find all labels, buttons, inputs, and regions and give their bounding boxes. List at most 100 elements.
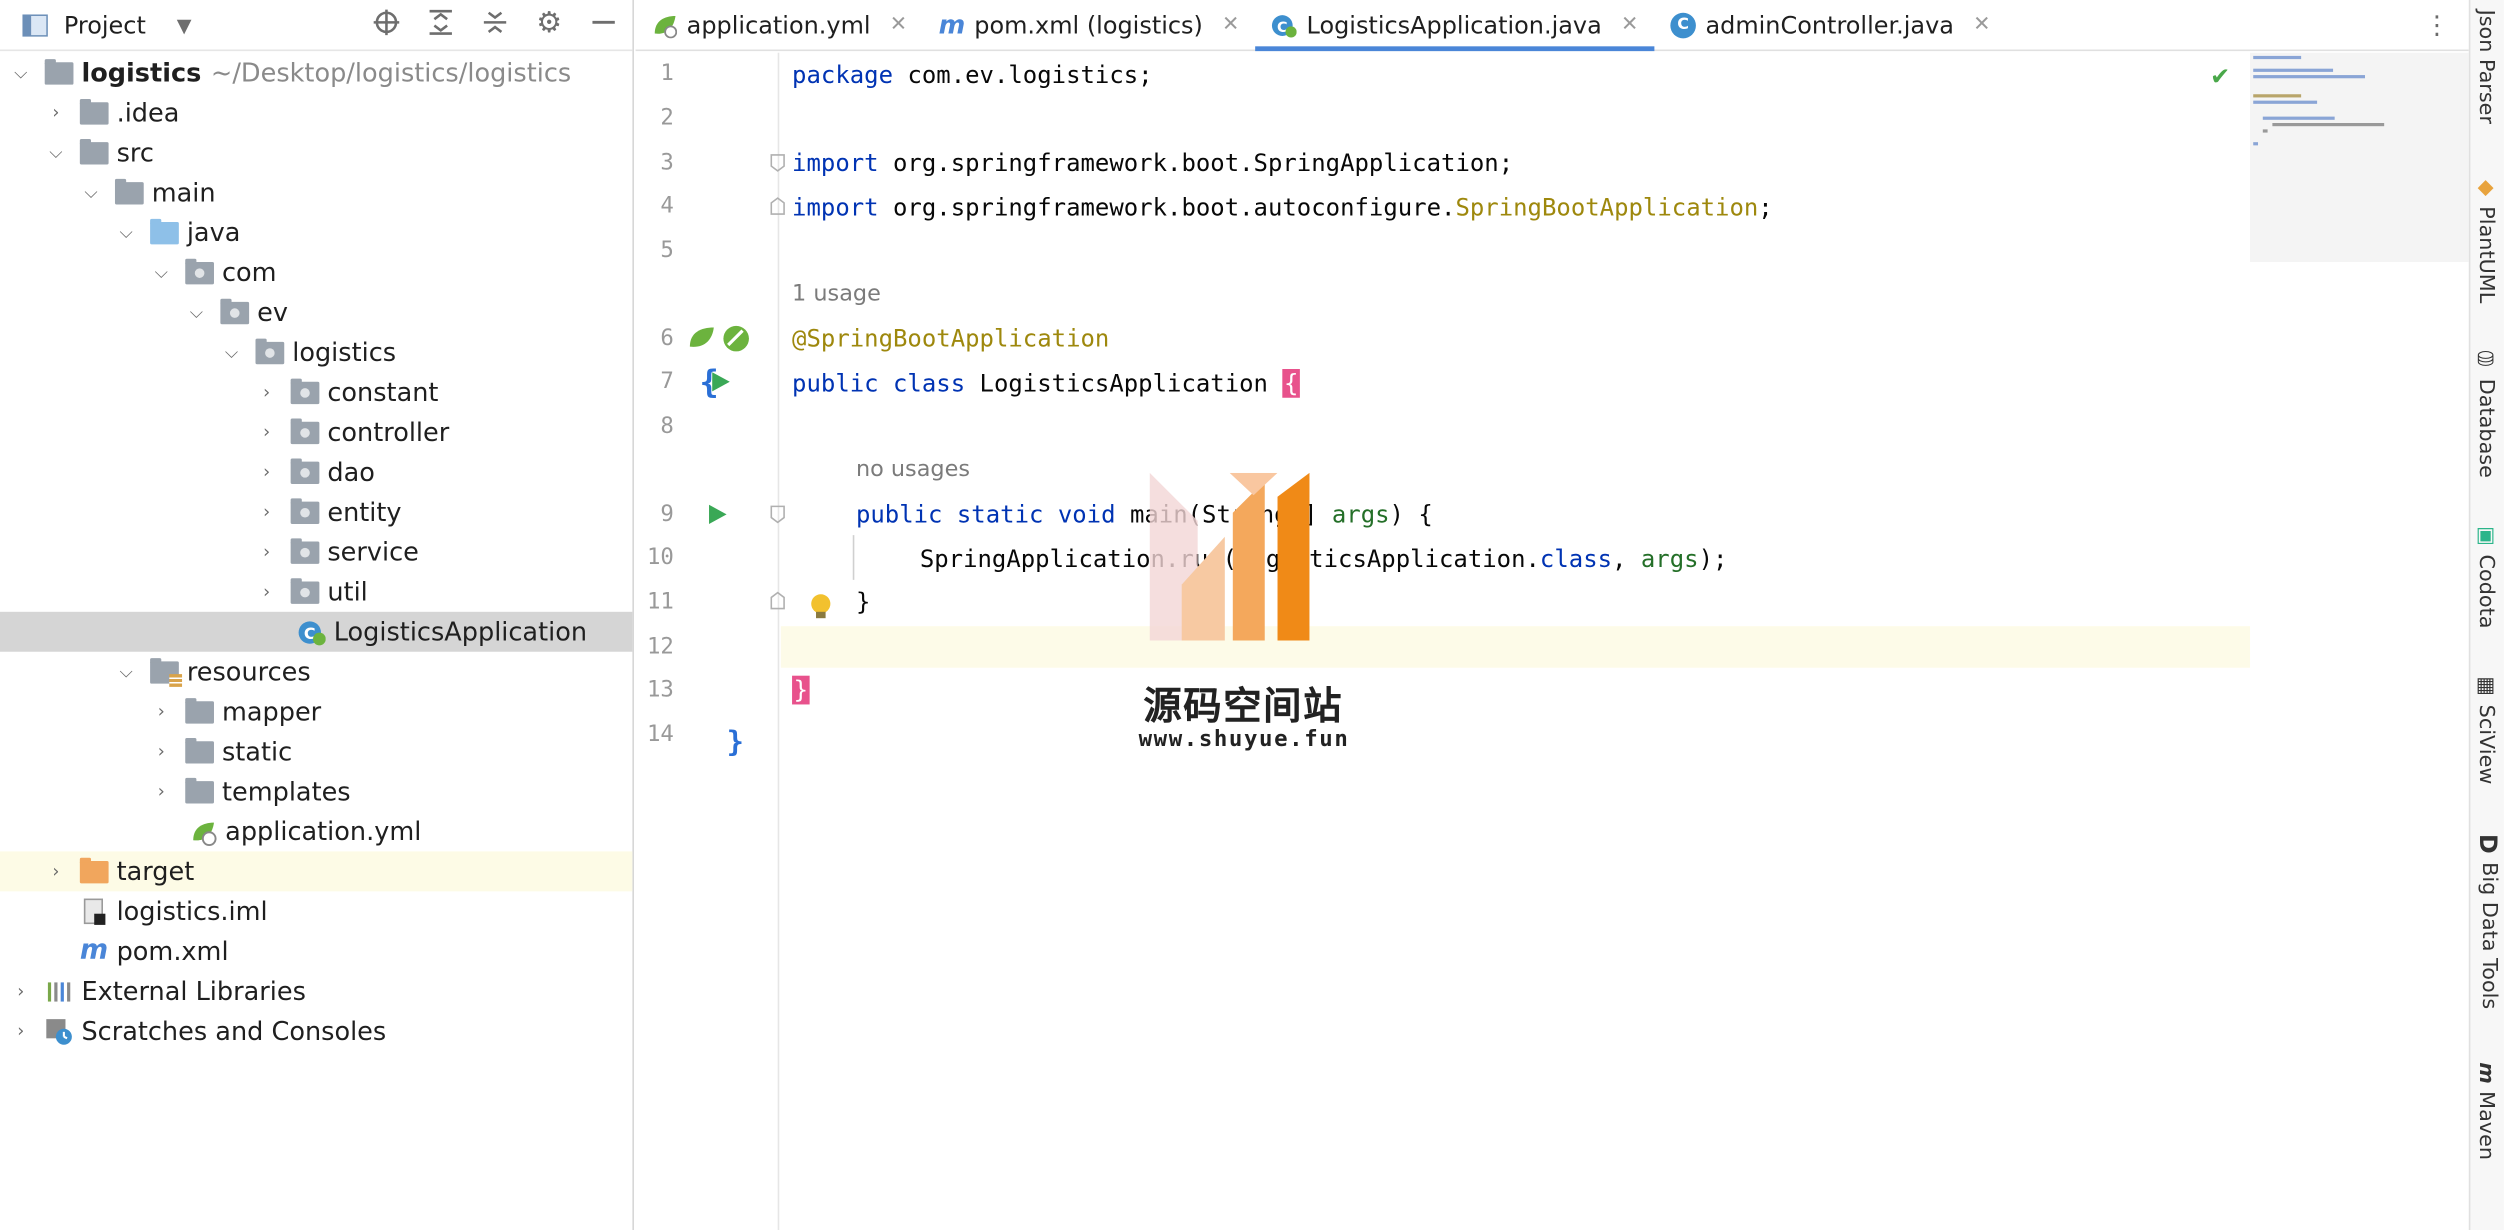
run-icon[interactable] (709, 371, 731, 393)
chevron-down-icon[interactable]: ⌵ (189, 301, 204, 322)
chevron-down-icon[interactable]: ▼ (176, 13, 192, 36)
line-number: 9 (660, 501, 674, 528)
tree-item-label: pom.xml (116, 936, 229, 967)
chevron-down-icon[interactable]: ⌵ (224, 341, 239, 362)
chevron-right-icon[interactable]: › (52, 102, 60, 123)
chevron-right-icon[interactable]: › (17, 980, 25, 1002)
chevron-right-icon[interactable]: › (157, 781, 165, 802)
line-number: 10 (646, 544, 674, 571)
chevron-down-icon[interactable]: ⌵ (84, 181, 98, 203)
package-icon (185, 257, 214, 284)
database-icon: ⛁ (2473, 348, 2498, 379)
chevron-right-icon[interactable]: › (17, 1020, 25, 1042)
code-line-7: public class LogisticsApplication { (792, 368, 1301, 398)
tree-item-scratches[interactable]: › Scratches and Consoles (0, 1011, 632, 1051)
tab-logisticsapplication-java[interactable]: C LogisticsApplication.java ✕ (1255, 0, 1655, 52)
tab-json-parser[interactable]: Json Parser (2473, 9, 2498, 124)
chevron-down-icon[interactable]: ⌵ (49, 141, 63, 163)
tree-item-main[interactable]: ⌵ main (0, 173, 632, 213)
tree-item-ev[interactable]: ⌵ ev (0, 292, 632, 332)
tree-item-entity[interactable]: › entity (0, 492, 632, 532)
tab-application-yml[interactable]: application.yml ✕ (636, 0, 924, 50)
tree-item-logistics-iml[interactable]: logistics.iml (0, 891, 632, 931)
tab-database[interactable]: ⛁ Database (2474, 348, 2498, 478)
tree-item-java[interactable]: ⌵ java (0, 212, 632, 252)
chevron-down-icon[interactable]: ⌵ (154, 261, 168, 282)
tree-item-static[interactable]: › static (0, 732, 632, 772)
tree-item-idea[interactable]: › .idea (0, 93, 632, 133)
chevron-right-icon[interactable]: › (263, 501, 271, 523)
folder-icon (79, 98, 109, 124)
tree-item-src[interactable]: ⌵ src (0, 133, 632, 173)
chevron-down-icon[interactable]: ⌵ (119, 660, 133, 682)
chevron-right-icon[interactable]: › (52, 860, 60, 882)
fold-icon[interactable] (770, 196, 786, 215)
tree-item-target[interactable]: › target (0, 851, 633, 892)
close-icon[interactable]: ✕ (1620, 12, 1639, 37)
chevron-down-icon[interactable]: ⌵ (119, 221, 133, 243)
project-view-selector[interactable]: Project (63, 10, 146, 40)
minimize-icon[interactable] (588, 6, 620, 38)
chevron-right-icon[interactable]: › (263, 381, 271, 403)
tree-item-templates[interactable]: › templates (0, 772, 632, 812)
tree-item-dao[interactable]: › dao (0, 452, 632, 492)
tab-label: pom.xml (logistics) (974, 10, 1203, 40)
close-icon[interactable]: ✕ (1222, 12, 1240, 37)
chevron-right-icon[interactable]: › (263, 461, 271, 483)
scratches-icon (45, 1017, 74, 1046)
tree-item-service[interactable]: › service (0, 532, 632, 572)
chevron-right-icon[interactable]: › (157, 701, 165, 723)
spring-boot-run-icon[interactable] (722, 324, 754, 353)
tab-big-data-tools[interactable]: D Big Data Tools (2474, 834, 2503, 1009)
chevron-right-icon[interactable]: › (157, 741, 165, 762)
tree-item-label: External Libraries (81, 976, 306, 1007)
chevron-right-icon[interactable]: › (263, 541, 271, 563)
tree-item-constant[interactable]: › constant (0, 372, 632, 412)
tree-item-util[interactable]: › util (0, 572, 632, 612)
tree-item-pom-xml[interactable]: m pom.xml (0, 931, 632, 971)
lightbulb-icon[interactable] (808, 593, 834, 622)
editor-gutter: 1 2 3 4 5 6 7 8 9 10 11 12 13 14 { } (635, 52, 831, 1230)
indent-guide (852, 535, 855, 580)
class-icon: C (1670, 11, 1696, 38)
fold-icon[interactable] (770, 505, 786, 524)
tree-item-logisticsapplication[interactable]: C LogisticsApplication (0, 611, 633, 652)
tab-plantuml[interactable]: ◆ PlantUML (2474, 176, 2498, 304)
tree-item-external-libraries[interactable]: › External Libraries (0, 971, 632, 1011)
code-editor[interactable]: package com.ev.logistics; import org.spr… (781, 53, 2250, 1230)
watermark-logo-icon (1149, 472, 1310, 641)
check-icon[interactable]: ✔ (2210, 62, 2231, 92)
tab-admincontroller-java[interactable]: C adminController.java ✕ (1654, 0, 2006, 50)
tree-item-com[interactable]: ⌵ com (0, 252, 632, 292)
more-vertical-icon[interactable]: ⋮ (2424, 9, 2450, 40)
tab-pom-xml[interactable]: m pom.xml (logistics) ✕ (923, 0, 1255, 50)
tree-item-logistics-package[interactable]: ⌵ logistics (0, 332, 632, 372)
minimap[interactable] (2250, 52, 2469, 262)
fold-icon[interactable] (770, 153, 786, 172)
chevron-down-icon[interactable]: ⌵ (14, 61, 28, 83)
expand-all-icon[interactable] (425, 6, 457, 38)
locate-icon[interactable] (370, 6, 402, 38)
editor-tabs: application.yml ✕ m pom.xml (logistics) … (635, 0, 2469, 52)
tab-sciview[interactable]: ▦ SciView (2474, 674, 2498, 784)
close-icon[interactable]: ✕ (1973, 12, 1991, 37)
chevron-right-icon[interactable]: › (263, 421, 271, 443)
tree-item-application-yml[interactable]: application.yml (0, 811, 632, 851)
collapse-all-icon[interactable] (479, 6, 511, 38)
run-icon[interactable] (706, 503, 728, 525)
close-icon[interactable]: ✕ (889, 12, 908, 37)
chevron-right-icon[interactable]: › (263, 581, 271, 603)
tree-item-controller[interactable]: › controller (0, 412, 632, 452)
spring-bean-icon[interactable] (687, 324, 719, 353)
usage-hint[interactable]: 1 usage (792, 281, 881, 307)
tab-codota[interactable]: ▣ Codota (2474, 524, 2498, 629)
tree-item-label: service (327, 536, 419, 568)
tree-item-label: LogisticsApplication (333, 616, 588, 647)
tree-item-resources[interactable]: ⌵ resources (0, 652, 632, 692)
usage-hint[interactable]: no usages (855, 456, 971, 483)
tree-item-logistics-root[interactable]: ⌵ logistics ~/Desktop/logistics/logistic… (0, 53, 632, 93)
gear-icon[interactable]: ⚙ (536, 5, 563, 40)
tree-item-mapper[interactable]: › mapper (0, 692, 632, 732)
tab-maven[interactable]: m Maven (2474, 1062, 2498, 1160)
fold-icon[interactable] (770, 591, 786, 610)
